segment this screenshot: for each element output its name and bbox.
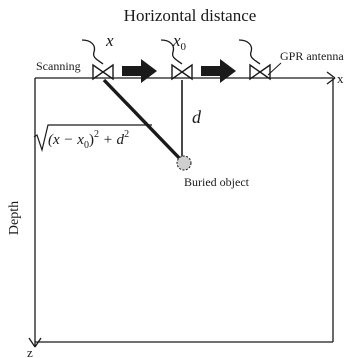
z-axis-label: z (27, 345, 33, 358)
distance-formula: (x − x0)2 + d2 (33, 124, 152, 153)
scanning-label: Scanning (36, 59, 81, 73)
signal-wave-icon (160, 39, 183, 65)
scan-arrow-icon (122, 59, 157, 83)
coordinate-frame (34, 77, 334, 346)
position-x0-label: x0 (172, 31, 187, 53)
diagram-title: Horizontal distance (124, 6, 257, 25)
depth-label: Depth (7, 201, 22, 235)
slant-range-line (102, 78, 186, 165)
signal-wave-icon (238, 39, 261, 65)
x-axis-label: x (337, 71, 344, 86)
scan-arrow-icon (201, 59, 236, 83)
z-axis-arrowhead (28, 337, 42, 348)
sqrt-radical-icon (33, 124, 152, 153)
antenna-icon (171, 63, 193, 81)
distance-d-label: d (192, 107, 202, 127)
antenna-icon (92, 63, 114, 81)
buried-object-label: Buried object (184, 175, 250, 189)
x-axis-arrowhead (326, 71, 336, 85)
svg-text:(x − x0)2 + d2: (x − x0)2 + d2 (48, 129, 129, 151)
position-x-label: x (105, 31, 114, 50)
signal-wave-icon (81, 39, 104, 65)
antenna-icon (249, 63, 271, 81)
gpr-antenna-label: GPR antenna (280, 49, 344, 63)
buried-object (176, 155, 192, 171)
